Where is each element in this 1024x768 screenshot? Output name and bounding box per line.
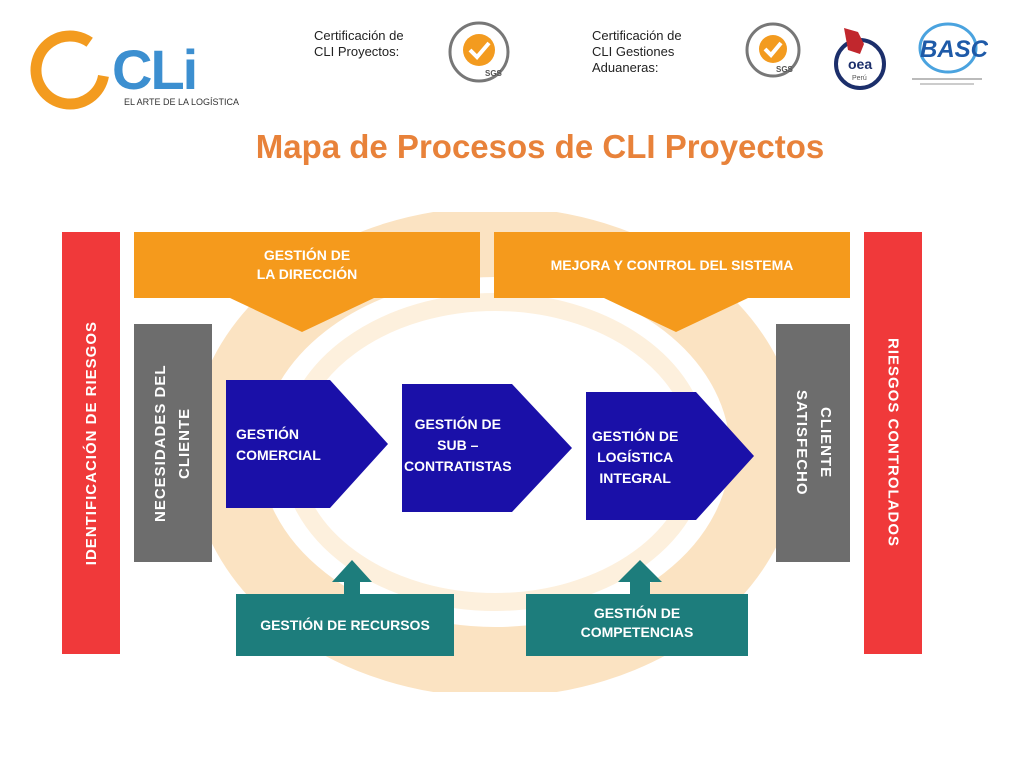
risks-controlled-label: RIESGOS CONTROLADOS <box>884 338 902 548</box>
process-arrows <box>226 380 754 520</box>
logo-tagline: EL ARTE DE LA LOGÍSTICA <box>124 97 240 107</box>
logo-ring-icon <box>30 30 110 110</box>
oea-peru-icon: oea Perú <box>834 28 886 90</box>
sgs-badge-aduaneras: SGS <box>740 20 806 90</box>
resource-management-label: GESTIÓN DE RECURSOS <box>260 617 430 633</box>
oea-badge: oea Perú <box>830 22 890 92</box>
top-arrows <box>134 232 850 332</box>
process-subcontractors-label: GESTIÓN DE SUB – CONTRATISTAS <box>404 416 512 474</box>
competency-management-label: GESTIÓN DE COMPETENCIAS <box>580 605 694 640</box>
sgs-seal-icon: SGS <box>745 22 801 78</box>
peru-text: Perú <box>852 75 867 82</box>
sgs-seal-icon: SGS <box>448 21 510 83</box>
risks-controlled-bar: RIESGOS CONTROLADOS <box>864 232 922 654</box>
logo-letters: CLi <box>112 38 198 101</box>
basc-badge: BASC <box>906 20 989 92</box>
cert-proyectos-label: Certificación de CLI Proyectos: <box>314 28 404 59</box>
system-improvement-label: MEJORA Y CONTROL DEL SISTEMA <box>550 257 794 273</box>
sgs-badge-proyectos: SGS <box>447 20 511 84</box>
cert-aduaneras-label: Certificación de CLI Gestiones Aduaneras… <box>592 28 682 75</box>
client-satisfied-label: CLIENTE SATISFECHO <box>793 390 834 496</box>
management-direction-label: GESTIÓN DE LA DIRECCIÓN <box>256 247 358 282</box>
oea-text: oea <box>848 56 872 72</box>
sgs-text: SGS <box>776 65 794 74</box>
risk-identification-label: IDENTIFICACIÓN DE RIESGOS <box>82 320 100 566</box>
basc-globe-icon: BASC <box>912 22 989 85</box>
company-logo: CLi EL ARTE DE LA LOGÍSTICA <box>24 26 239 118</box>
process-commercial-label: GESTIÓN COMERCIAL <box>236 426 321 463</box>
page-title: Mapa de Procesos de CLI Proyectos <box>255 128 825 165</box>
process-logistics-label: GESTIÓN DE LOGÍSTICA INTEGRAL <box>592 428 679 486</box>
sgs-text: SGS <box>485 69 503 78</box>
basc-text: BASC <box>920 36 988 63</box>
client-needs-label: NECESIDADES DEL CLIENTE <box>152 364 193 522</box>
client-needs-bar: NECESIDADES DEL CLIENTE <box>134 324 212 562</box>
risk-identification-bar: IDENTIFICACIÓN DE RIESGOS <box>62 232 120 654</box>
bottom-arrows <box>236 560 748 656</box>
client-satisfied-bar: CLIENTE SATISFECHO <box>776 324 850 562</box>
